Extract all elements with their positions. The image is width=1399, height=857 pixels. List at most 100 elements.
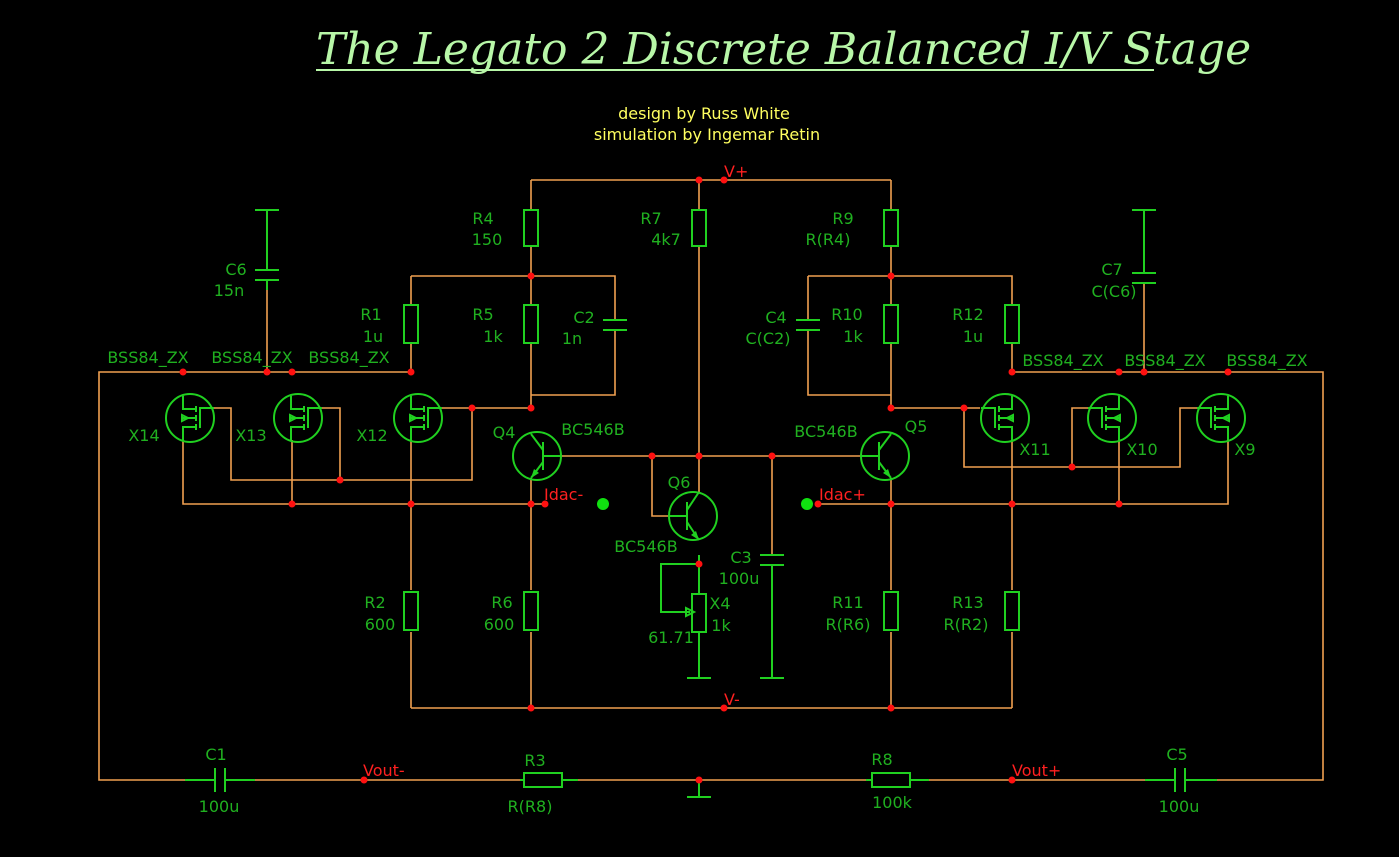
C4-ref: C4 bbox=[765, 308, 786, 327]
X12-ref: X12 bbox=[356, 426, 387, 445]
transistor-Q5[interactable] bbox=[860, 431, 910, 481]
C2-ref: C2 bbox=[573, 308, 594, 327]
R5-value: 1k bbox=[483, 327, 503, 346]
capacitor-C6[interactable] bbox=[255, 209, 279, 290]
R8-value: 100k bbox=[872, 793, 913, 812]
capacitor-C1[interactable] bbox=[185, 768, 255, 792]
R6-ref: R6 bbox=[491, 593, 512, 612]
Q4-model: BC546B bbox=[561, 420, 624, 439]
R8-ref: R8 bbox=[871, 750, 892, 769]
net-label-vplus: V+ bbox=[724, 162, 748, 181]
X14-ref: X14 bbox=[128, 426, 159, 445]
R7-value: 4k7 bbox=[651, 230, 681, 249]
X10-ref: X10 bbox=[1126, 440, 1157, 459]
X10-model: BSS84_ZX bbox=[1124, 351, 1205, 371]
R3-value: R(R8) bbox=[508, 797, 553, 816]
mosfet-X11[interactable] bbox=[980, 393, 1030, 443]
R6-value: 600 bbox=[484, 615, 515, 634]
R4-ref: R4 bbox=[472, 209, 493, 228]
X14-model: BSS84_ZX bbox=[107, 348, 188, 368]
component-labels: R4 150 R7 4k7 R9 R(R4) C6 15n C7 C(C6) R… bbox=[107, 209, 1307, 816]
resistor-R6[interactable] bbox=[523, 591, 539, 631]
net-label-vout-minus: Vout- bbox=[363, 761, 405, 780]
R9-ref: R9 bbox=[832, 209, 853, 228]
X13-model: BSS84_ZX bbox=[211, 348, 292, 368]
transistor-Q6[interactable] bbox=[668, 491, 718, 541]
wires bbox=[98, 179, 1324, 781]
R7-ref: R7 bbox=[640, 209, 661, 228]
mosfet-X9[interactable] bbox=[1196, 393, 1246, 443]
resistor-R4[interactable] bbox=[523, 209, 539, 247]
R5-ref: R5 bbox=[472, 305, 493, 324]
capacitor-C7[interactable] bbox=[1132, 209, 1156, 284]
capacitor-C4[interactable] bbox=[796, 319, 820, 331]
transistor-Q4[interactable] bbox=[512, 431, 562, 481]
resistor-R8[interactable] bbox=[871, 772, 911, 788]
capacitor-C3[interactable] bbox=[760, 554, 784, 679]
resistor-R10[interactable] bbox=[883, 304, 899, 344]
R11-ref: R11 bbox=[832, 593, 863, 612]
C7-value: C(C6) bbox=[1091, 282, 1136, 301]
simulation-credit: simulation by Ingemar Retin bbox=[594, 125, 820, 144]
X4-value: 1k bbox=[711, 616, 731, 635]
net-label-idac-minus: Idac- bbox=[544, 485, 583, 504]
resistor-R13[interactable] bbox=[1004, 591, 1020, 631]
mosfet-X13[interactable] bbox=[273, 393, 323, 443]
C6-value: 15n bbox=[214, 281, 245, 300]
mosfet-X12[interactable] bbox=[393, 393, 443, 443]
R11-value: R(R6) bbox=[826, 615, 871, 634]
mosfet-X14[interactable] bbox=[165, 393, 215, 443]
C1-ref: C1 bbox=[205, 745, 226, 764]
idac-minus-pin[interactable] bbox=[597, 498, 609, 510]
resistor-R11[interactable] bbox=[883, 591, 899, 631]
R9-value: R(R4) bbox=[806, 230, 851, 249]
resistor-R5[interactable] bbox=[523, 304, 539, 344]
X4-setting: 61.71 bbox=[648, 628, 694, 647]
net-label-vminus: V- bbox=[724, 690, 740, 709]
R10-ref: R10 bbox=[831, 305, 862, 324]
junction-dots bbox=[179, 176, 1232, 784]
resistor-R7[interactable] bbox=[691, 209, 707, 247]
X4-ref: X4 bbox=[709, 594, 730, 613]
C3-value: 100u bbox=[719, 569, 760, 588]
X11-model: BSS84_ZX bbox=[1022, 351, 1103, 371]
resistor-R9[interactable] bbox=[883, 209, 899, 247]
Q6-model: BC546B bbox=[614, 537, 677, 556]
Q5-model: BC546B bbox=[794, 422, 857, 441]
R4-value: 150 bbox=[472, 230, 503, 249]
R1-ref: R1 bbox=[360, 305, 381, 324]
Q6-ref: Q6 bbox=[668, 473, 691, 492]
R12-value: 1u bbox=[963, 327, 983, 346]
R3-ref: R3 bbox=[524, 751, 545, 770]
R2-ref: R2 bbox=[364, 593, 385, 612]
mosfet-X10[interactable] bbox=[1087, 393, 1137, 443]
C3-ref: C3 bbox=[730, 548, 751, 567]
resistor-R2[interactable] bbox=[403, 591, 419, 631]
X13-ref: X13 bbox=[235, 426, 266, 445]
capacitor-C2[interactable] bbox=[603, 319, 627, 331]
idac-plus-pin[interactable] bbox=[801, 498, 813, 510]
C6-ref: C6 bbox=[225, 260, 246, 279]
net-label-vout-plus: Vout+ bbox=[1012, 761, 1061, 780]
resistor-R12[interactable] bbox=[1004, 304, 1020, 344]
C7-ref: C7 bbox=[1101, 260, 1122, 279]
C5-value: 100u bbox=[1159, 797, 1200, 816]
R2-value: 600 bbox=[365, 615, 396, 634]
resistor-R1[interactable] bbox=[403, 304, 419, 344]
C4-value: C(C2) bbox=[745, 329, 790, 348]
resistor-R3[interactable] bbox=[523, 772, 563, 788]
potentiometer-X4[interactable] bbox=[660, 555, 711, 679]
R13-ref: R13 bbox=[952, 593, 983, 612]
X9-ref: X9 bbox=[1234, 440, 1255, 459]
net-label-idac-plus: Idac+ bbox=[819, 485, 866, 504]
R10-value: 1k bbox=[843, 327, 863, 346]
Q4-ref: Q4 bbox=[493, 423, 516, 442]
C2-value: 1n bbox=[562, 329, 582, 348]
X11-ref: X11 bbox=[1019, 440, 1050, 459]
X9-model: BSS84_ZX bbox=[1226, 351, 1307, 371]
components bbox=[165, 209, 1246, 798]
capacitor-C5[interactable] bbox=[1145, 768, 1217, 792]
R13-value: R(R2) bbox=[944, 615, 989, 634]
X12-model: BSS84_ZX bbox=[308, 348, 389, 368]
